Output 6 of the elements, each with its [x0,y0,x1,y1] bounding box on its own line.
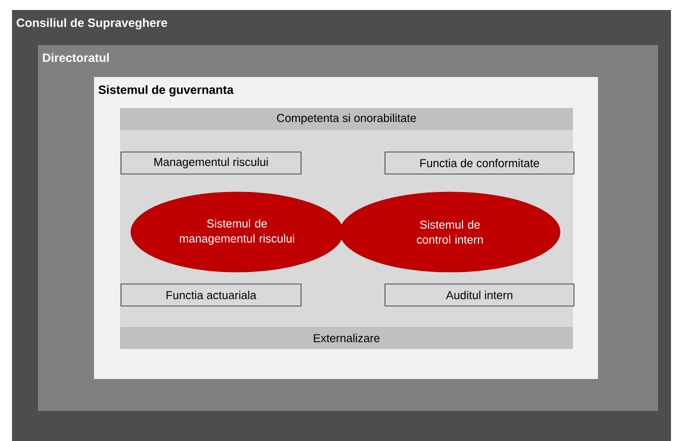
footer-band: Externalizare [120,326,573,349]
header-band: Competenta si onorabilitate [120,108,573,130]
function-box: Auditul intern [384,284,574,306]
function-box: Managementul riscului [120,152,302,174]
function-box: Functia actuariala [120,284,302,306]
function-box: Functia de conformitate [384,152,574,174]
